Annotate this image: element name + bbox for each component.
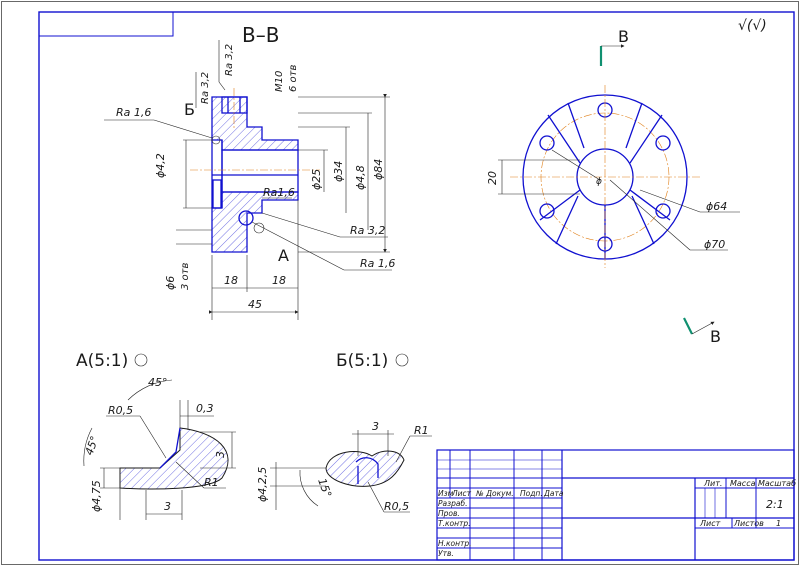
svg-text:Ra 3,2: Ra 3,2 bbox=[200, 72, 211, 104]
tb-utv: Утв. bbox=[438, 549, 454, 558]
detail-b-title: Б(5:1) bbox=[336, 351, 388, 371]
detail-b-r1: R1 bbox=[414, 424, 429, 437]
section-body-hatch-lower bbox=[211, 191, 299, 253]
roughness-3-2-left: Ra 3,2 bbox=[195, 72, 211, 108]
dim-18-right: 18 bbox=[272, 274, 286, 287]
detail-a: A(5:1) ϕ4,75 3 0,3 3 45° 45° R0,5 R1 bbox=[76, 351, 236, 520]
roughness-1-6-right: Ra 1,6 bbox=[251, 221, 395, 271]
dim-18-left: 18 bbox=[224, 274, 238, 287]
dim-48: ϕ4,8 bbox=[354, 165, 367, 190]
detail-a-title: A(5:1) bbox=[76, 351, 128, 371]
dim-center-phi: ϕ bbox=[596, 177, 602, 187]
tb-scale: Масштаб bbox=[758, 479, 796, 488]
dim-25: ϕ25 bbox=[310, 169, 323, 190]
general-roughness-symbol: √(√) bbox=[738, 18, 767, 34]
cut-letter-top: B bbox=[618, 27, 629, 46]
cut-mark-bottom bbox=[683, 317, 693, 335]
dim-thread-m10: M10 bbox=[274, 71, 285, 92]
section-lower-hole bbox=[238, 210, 254, 226]
tb-tkontr: Т.контр. bbox=[438, 519, 471, 528]
tb-razrab: Разраб. bbox=[438, 499, 467, 508]
roughness-3-2-top: Ra 3,2 bbox=[218, 40, 235, 91]
tb-sheets-value: 1 bbox=[776, 519, 781, 528]
detail-b-profile bbox=[325, 450, 405, 487]
roughness-3-2-right: Ra 3,2 bbox=[261, 212, 388, 238]
callout-b-letter: Б bbox=[184, 100, 195, 119]
section-body-hatch bbox=[211, 96, 299, 151]
detail-b-dim-3: 3 bbox=[372, 420, 379, 433]
tb-prov: Пров. bbox=[438, 509, 460, 518]
front-view: 20 ϕ64 ϕ70 ϕ B B bbox=[486, 27, 740, 346]
tb-sheets: Листов bbox=[733, 519, 764, 528]
tb-date: Дата bbox=[543, 489, 564, 498]
detail-a-angle-top: 45° bbox=[148, 376, 168, 389]
dim-64: ϕ64 bbox=[706, 200, 727, 213]
callout-a-letter: A bbox=[278, 246, 289, 265]
dim-45: 45 bbox=[248, 298, 262, 311]
svg-text:Ra 1,6: Ra 1,6 bbox=[360, 257, 395, 270]
detail-a-angle-left: 45° bbox=[83, 434, 102, 457]
detail-b-r05: R0,5 bbox=[384, 500, 409, 513]
svg-text:Ra 3,2: Ra 3,2 bbox=[224, 44, 235, 76]
dim-thread-holes: 6 отв bbox=[288, 65, 299, 92]
detail-a-profile bbox=[119, 427, 229, 490]
svg-text:Ra 1,6: Ra 1,6 bbox=[116, 106, 151, 119]
roughness-ra1-6-middle: Ra1,6 bbox=[262, 186, 295, 199]
detail-a-r05: R0,5 bbox=[108, 404, 133, 417]
dim-20: 20 bbox=[486, 171, 499, 185]
dim-70: ϕ70 bbox=[704, 238, 725, 251]
tb-scale-value: 2:1 bbox=[766, 498, 784, 511]
tb-izm: Изм bbox=[438, 489, 454, 498]
section-label: B–B bbox=[242, 23, 279, 47]
cut-letter-bottom: B bbox=[710, 327, 721, 346]
detail-a-dia-475: ϕ4,75 bbox=[90, 480, 103, 512]
detail-a-dim-3-side: 3 bbox=[214, 451, 227, 458]
tb-doc: № Докум. bbox=[475, 489, 514, 498]
tb-nkontr: Н.контр. bbox=[438, 539, 472, 548]
dim-34: ϕ34 bbox=[332, 161, 345, 182]
tb-mass: Масса bbox=[730, 479, 756, 488]
detail-b-dia-425: ϕ4,2,5 bbox=[256, 467, 269, 502]
tb-sign: Подп. bbox=[520, 489, 543, 498]
svg-text:Ra 3,2: Ra 3,2 bbox=[350, 224, 385, 237]
detail-b-angle-15: 15° bbox=[315, 477, 334, 500]
tb-lit: Лит. bbox=[703, 479, 722, 488]
detail-a-dim-03: 0,3 bbox=[196, 402, 214, 415]
roughness-general-text: √(√) bbox=[738, 18, 767, 34]
svg-text:Ra1,6: Ra1,6 bbox=[263, 186, 295, 199]
title-block: Изм Лист № Докум. Подп. Дата Разраб. Про… bbox=[436, 449, 796, 561]
detail-b-circle-icon bbox=[395, 353, 409, 367]
detail-a-dim-3-bottom: 3 bbox=[164, 500, 171, 513]
tb-sheet: Лист bbox=[699, 519, 721, 528]
dim-3-holes: 3 отв bbox=[180, 263, 191, 290]
dim-84: ϕ84 bbox=[372, 159, 385, 180]
roughness-1-6-left: Ra 1,6 bbox=[104, 106, 213, 139]
tb-list: Лист bbox=[451, 489, 472, 498]
dim-4-2: ϕ4,2 bbox=[154, 153, 167, 178]
dim-6: ϕ6 bbox=[164, 276, 177, 290]
section-view: B–B bbox=[104, 23, 395, 320]
detail-a-circle-icon bbox=[134, 353, 148, 367]
detail-a-r1: R1 bbox=[204, 476, 219, 489]
detail-b: Б(5:1) 3 R1 ϕ4,2,5 15° R0,5 bbox=[256, 351, 432, 513]
